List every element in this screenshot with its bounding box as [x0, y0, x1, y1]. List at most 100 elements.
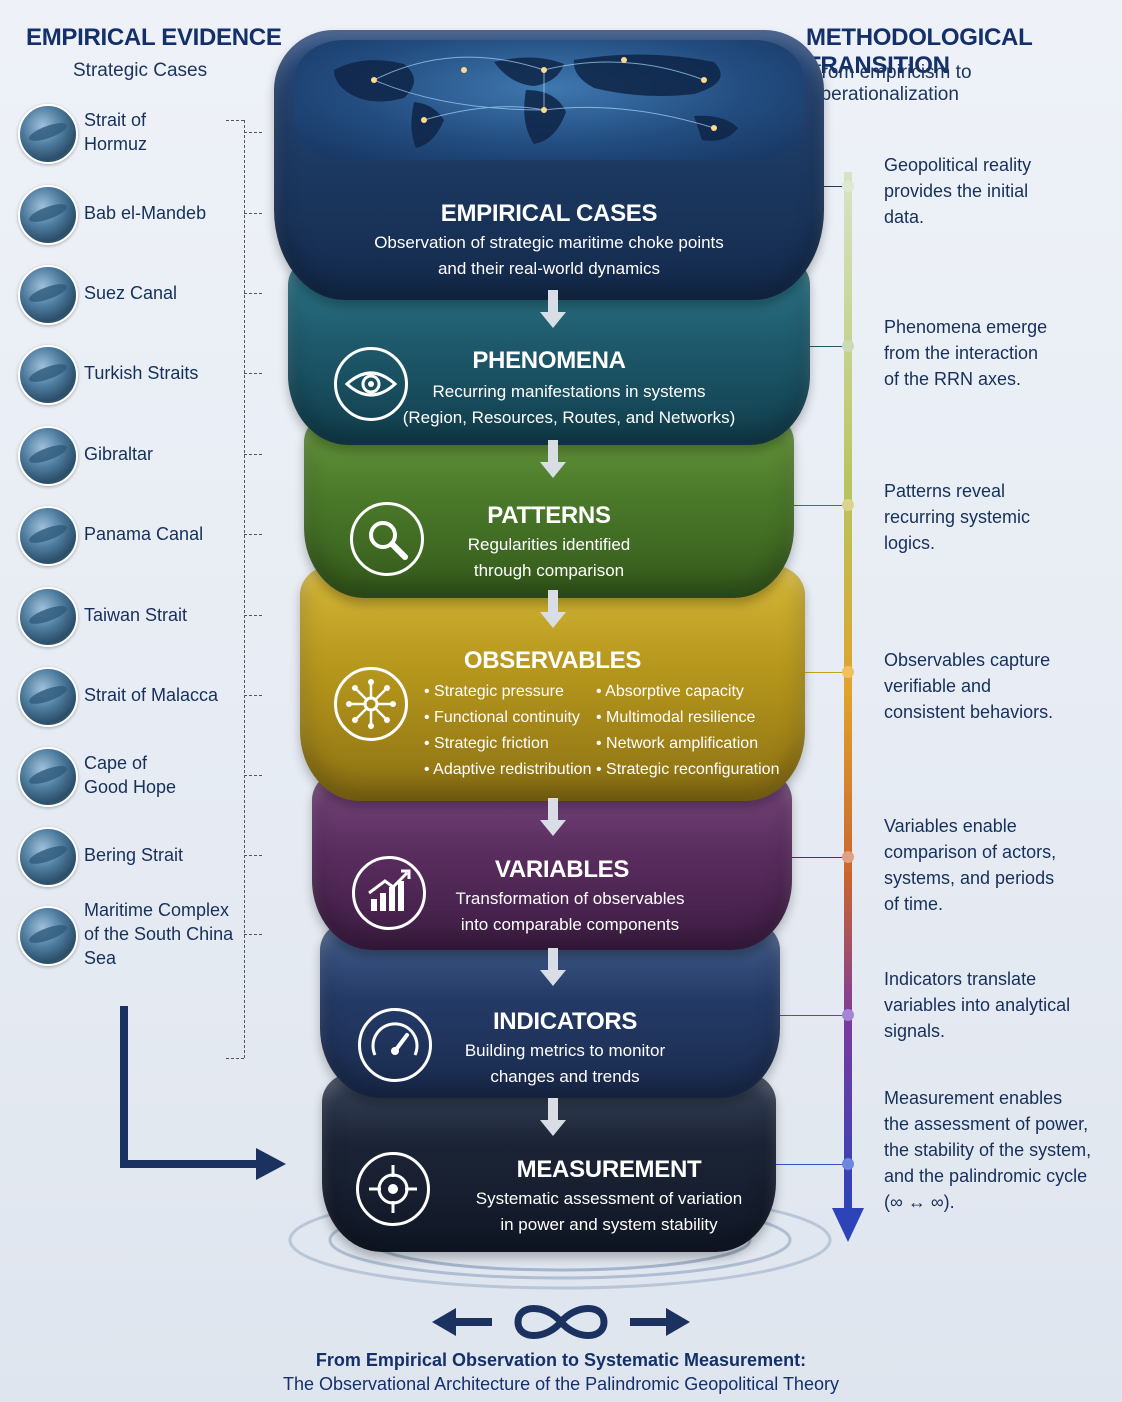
observable-item: • Adaptive redistribution — [424, 761, 592, 778]
case-bracket — [244, 120, 245, 1058]
case-item[interactable]: Gibraltar — [18, 426, 262, 486]
case-thumbnail — [18, 345, 78, 405]
footer-title: From Empirical Observation to Systematic… — [315, 1350, 807, 1370]
tier-title: VARIABLES — [494, 856, 630, 883]
case-bracket-bottom — [226, 1058, 244, 1059]
tier-title: OBSERVABLES — [463, 647, 642, 674]
observable-item: • Absorptive capacity — [596, 683, 744, 700]
case-connector — [244, 695, 262, 696]
tier-desc: Building metrics to monitor — [464, 1041, 666, 1060]
transition-text: Phenomena emerge from the interaction of… — [884, 317, 1048, 389]
transition-text: Patterns reveal recurring systemic logic… — [884, 481, 1031, 553]
tier-empirical-cases[interactable]: EMPIRICAL CASES Observation of strategic… — [274, 30, 824, 300]
case-connector — [244, 454, 262, 455]
case-label: Taiwan Strait — [84, 605, 188, 625]
case-connector — [244, 534, 262, 535]
case-label: Gibraltar — [84, 444, 154, 464]
case-item[interactable]: Strait of Malacca — [18, 667, 262, 727]
case-thumbnail — [18, 827, 78, 887]
tier-title: PHENOMENA — [472, 347, 626, 374]
right-header-title: METHODOLOGICAL TRANSITION — [806, 24, 1033, 79]
tier-desc: Regularities identified — [467, 535, 631, 554]
tier-title: INDICATORS — [492, 1008, 638, 1035]
case-connector — [244, 373, 262, 374]
magnifier-icon — [350, 502, 424, 576]
case-label: Strait of Hormuz — [84, 110, 148, 154]
observable-item: • Network amplification — [596, 735, 759, 752]
case-thumbnail — [18, 185, 78, 245]
case-item[interactable]: Taiwan Strait — [18, 587, 262, 647]
right-header-subtitle: From empiricism to operationalization — [810, 62, 972, 105]
case-bracket-top — [226, 120, 244, 121]
world-map-icon — [294, 40, 804, 160]
footer-subtitle: The Observational Architecture of the Pa… — [283, 1374, 839, 1394]
case-label: Cape of Good Hope — [84, 753, 177, 797]
case-connector — [244, 615, 262, 616]
tier-desc: and their real-world dynamics — [437, 259, 661, 278]
case-item[interactable]: Bering Strait — [18, 827, 262, 887]
case-thumbnail — [18, 906, 78, 966]
case-connector — [244, 132, 262, 133]
case-label: Panama Canal — [84, 524, 204, 544]
tier-desc: Recurring manifestations in systems — [432, 382, 706, 401]
case-connector — [244, 775, 262, 776]
down-arrow-icon — [540, 290, 566, 328]
tier-desc: Systematic assessment of variation — [475, 1189, 743, 1208]
down-arrow-icon — [540, 590, 566, 628]
case-thumbnail — [18, 747, 78, 807]
transition-text: Observables capture verifiable and consi… — [884, 650, 1054, 722]
observable-item: • Functional continuity — [424, 709, 580, 726]
observable-item: • Strategic pressure — [424, 683, 564, 700]
transition-text: Indicators translate variables into anal… — [884, 969, 1071, 1041]
tier-title: MEASUREMENT — [516, 1156, 702, 1183]
case-label: Turkish Straits — [84, 363, 199, 383]
case-label: Bering Strait — [84, 845, 184, 865]
network-icon — [334, 667, 408, 741]
left-header-title: EMPIRICAL EVIDENCE — [26, 24, 282, 51]
tier-desc: Observation of strategic maritime choke … — [374, 233, 724, 252]
case-thumbnail — [18, 426, 78, 486]
case-item[interactable]: Cape of Good Hope — [18, 747, 262, 807]
case-label: Strait of Malacca — [84, 685, 219, 705]
case-item[interactable]: Maritime Complex of the South China Sea — [18, 900, 262, 968]
down-arrow-icon — [540, 1098, 566, 1136]
case-item[interactable]: Strait of Hormuz — [18, 104, 262, 164]
case-thumbnail — [18, 104, 78, 164]
observable-item: • Multimodal resilience — [596, 709, 756, 726]
case-connector — [244, 855, 262, 856]
observable-item: • Strategic friction — [424, 735, 549, 752]
tier-desc: in power and system stability — [500, 1215, 718, 1234]
down-arrow-icon — [540, 948, 566, 986]
tier-desc: through comparison — [473, 561, 625, 580]
tier-title: EMPIRICAL CASES — [440, 200, 658, 227]
feed-arrow-icon — [120, 1006, 286, 1180]
case-item[interactable]: Panama Canal — [18, 506, 262, 566]
case-connector — [244, 293, 262, 294]
case-connector — [244, 213, 262, 214]
tier-desc: Transformation of observables — [455, 889, 685, 908]
tier-desc: changes and trends — [490, 1067, 640, 1086]
case-item[interactable]: Bab el-Mandeb — [18, 185, 262, 245]
case-connector — [244, 934, 262, 935]
case-thumbnail — [18, 265, 78, 325]
case-item[interactable]: Turkish Straits — [18, 345, 262, 405]
case-thumbnail — [18, 667, 78, 727]
tier-desc: (Region, Resources, Routes, and Networks… — [402, 408, 736, 427]
target-icon — [356, 1152, 430, 1226]
infinity-cycle-icon — [432, 1305, 690, 1339]
transition-axis — [832, 172, 864, 1242]
case-thumbnail — [18, 587, 78, 647]
case-item[interactable]: Suez Canal — [18, 265, 262, 325]
observables-list-left: • Strategic pressure • Functional contin… — [424, 679, 591, 783]
case-label: Bab el-Mandeb — [84, 203, 207, 223]
eye-icon — [334, 347, 408, 421]
case-label: Suez Canal — [84, 283, 178, 303]
transition-text: Geopolitical reality provides the initia… — [884, 155, 1032, 227]
transition-text: Measurement enables the assessment of po… — [884, 1088, 1092, 1212]
left-header-subtitle: Strategic Cases — [73, 60, 208, 81]
gauge-icon — [358, 1008, 432, 1082]
case-label: Maritime Complex of the South China Sea — [84, 900, 234, 968]
down-arrow-icon — [540, 440, 566, 478]
tier-desc: into comparable components — [460, 915, 680, 934]
tier-title: PATTERNS — [487, 502, 611, 529]
